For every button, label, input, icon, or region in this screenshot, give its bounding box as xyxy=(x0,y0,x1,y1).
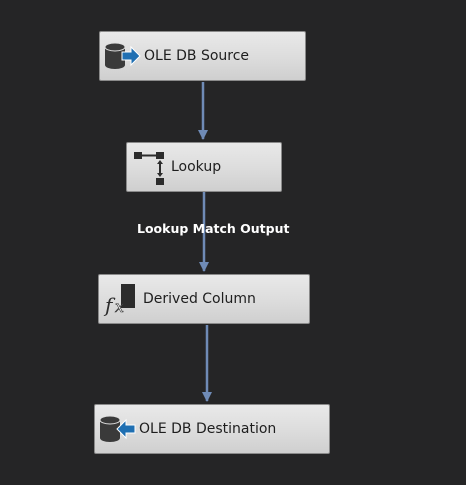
component-label: Lookup xyxy=(171,159,222,175)
database-source-icon xyxy=(100,34,144,78)
component-label: Derived Column xyxy=(143,291,256,307)
lookup-icon xyxy=(127,145,171,189)
component-label: OLE DB Destination xyxy=(139,421,277,437)
component-label: OLE DB Source xyxy=(144,48,250,64)
svg-text:x: x xyxy=(115,297,124,316)
ole-db-destination-component[interactable]: OLE DB Destination xyxy=(94,404,330,454)
lookup-component[interactable]: Lookup xyxy=(126,142,282,192)
fx-icon: f x xyxy=(99,277,143,321)
database-destination-icon xyxy=(95,407,139,451)
lookup-match-output-label: Lookup Match Output xyxy=(137,221,290,236)
ole-db-source-component[interactable]: OLE DB Source xyxy=(99,31,306,81)
derived-column-component[interactable]: f x Derived Column xyxy=(98,274,310,324)
